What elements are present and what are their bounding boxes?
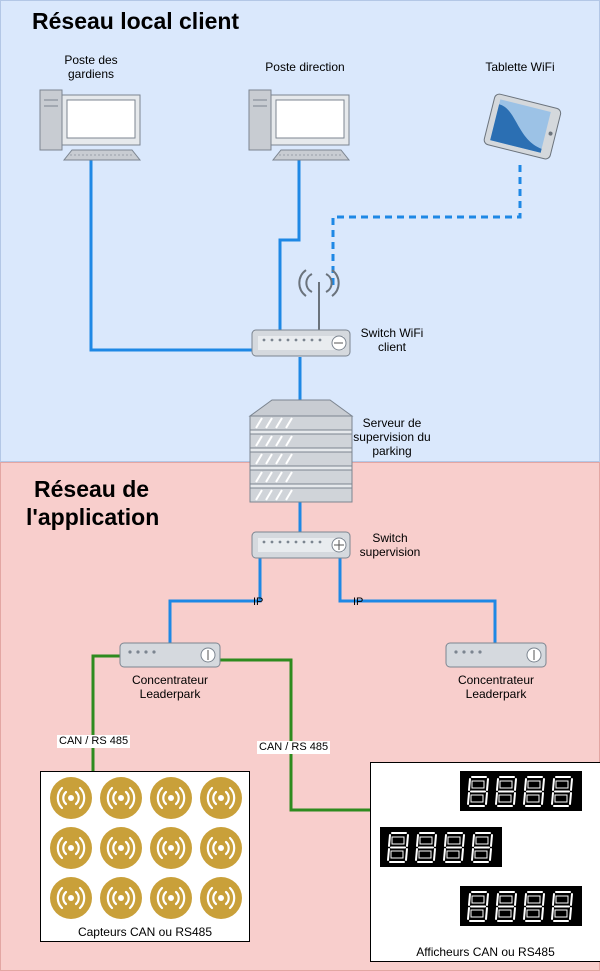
direction-pc-icon [248, 89, 351, 161]
server-label: Serveur de supervision du parking [346, 416, 438, 458]
concentrator-right-label: Concentrateur Leaderpark [446, 673, 546, 701]
link-ip-right [338, 558, 497, 643]
sensors-group: Capteurs CAN ou RS485 [40, 771, 250, 942]
wifi-switch-label-line2: client [377, 340, 406, 354]
sensor-icon [200, 877, 242, 919]
sensor-icon [200, 827, 242, 869]
concentrator-right-icon [445, 642, 547, 668]
wifi-switch-icon [251, 329, 351, 357]
link-ip-left-tag: IP [253, 596, 264, 608]
concentrator-right-label-line2: Leaderpark [465, 687, 527, 701]
server-label-line3: parking [372, 444, 412, 458]
supervision-switch-label-line1: Switch [372, 531, 408, 545]
link-can-displays [220, 658, 372, 812]
supervision-switch-label: Switch supervision [352, 531, 428, 559]
link-ip-left [168, 558, 262, 643]
sensor-icon [50, 877, 92, 919]
server-label-line1: Serveur de [362, 416, 422, 430]
sensor-icon [150, 827, 192, 869]
server-label-line2: supervision du [353, 430, 431, 444]
supervision-server-icon [248, 399, 354, 503]
link-ip-right-tag: IP [353, 596, 364, 608]
sensor-icon [100, 777, 142, 819]
wifi-antenna-icon [298, 269, 340, 330]
sensor-icon [100, 827, 142, 869]
sensors-caption: Capteurs CAN ou RS485 [77, 925, 213, 939]
concentrator-left-icon [119, 642, 221, 668]
guard-pc-label-line1: Poste des [64, 53, 118, 67]
application-zone-title-line1: Réseau de [34, 476, 150, 502]
wifi-switch-label: Switch WiFi client [352, 326, 432, 354]
link-direction-pc-switch [278, 160, 301, 330]
display-3 [460, 886, 582, 926]
client-zone-title: Réseau local client [32, 8, 240, 34]
sensor-icon [150, 877, 192, 919]
concentrator-left-label-line1: Concentrateur [131, 673, 209, 687]
supervision-switch-icon [251, 531, 351, 559]
supervision-switch-label-line2: supervision [359, 545, 421, 559]
tablet-label: Tablette WiFi [485, 60, 555, 74]
link-can-sensors-tag: CAN / RS 485 [57, 735, 131, 748]
application-zone-title-line2: l'application [26, 504, 160, 530]
link-guard-pc-switch [89, 160, 252, 352]
guard-pc-label: Poste des gardiens [46, 53, 136, 81]
tablet-icon [483, 93, 562, 160]
concentrator-left-label-line2: Leaderpark [139, 687, 201, 701]
sensor-icon [200, 777, 242, 819]
sensor-icon [50, 777, 92, 819]
link-can-displays-tag: CAN / RS 485 [257, 741, 331, 754]
link-can-sensors [91, 654, 122, 772]
sensor-icon [150, 777, 192, 819]
wifi-switch-label-line1: Switch WiFi [360, 326, 424, 340]
link-tablet-wifi [331, 165, 522, 285]
guard-pc-icon [39, 89, 142, 161]
displays-caption: Afficheurs CAN ou RS485 [416, 945, 555, 959]
sensor-icon [50, 827, 92, 869]
displays-group: Afficheurs CAN ou RS485 [370, 762, 600, 962]
guard-pc-label-line2: gardiens [67, 67, 115, 81]
display-2 [380, 827, 502, 867]
sensor-icon [100, 877, 142, 919]
display-1 [460, 771, 582, 811]
concentrator-right-label-line1: Concentrateur [457, 673, 535, 687]
concentrator-left-label: Concentrateur Leaderpark [120, 673, 220, 701]
direction-pc-label: Poste direction [265, 60, 345, 74]
